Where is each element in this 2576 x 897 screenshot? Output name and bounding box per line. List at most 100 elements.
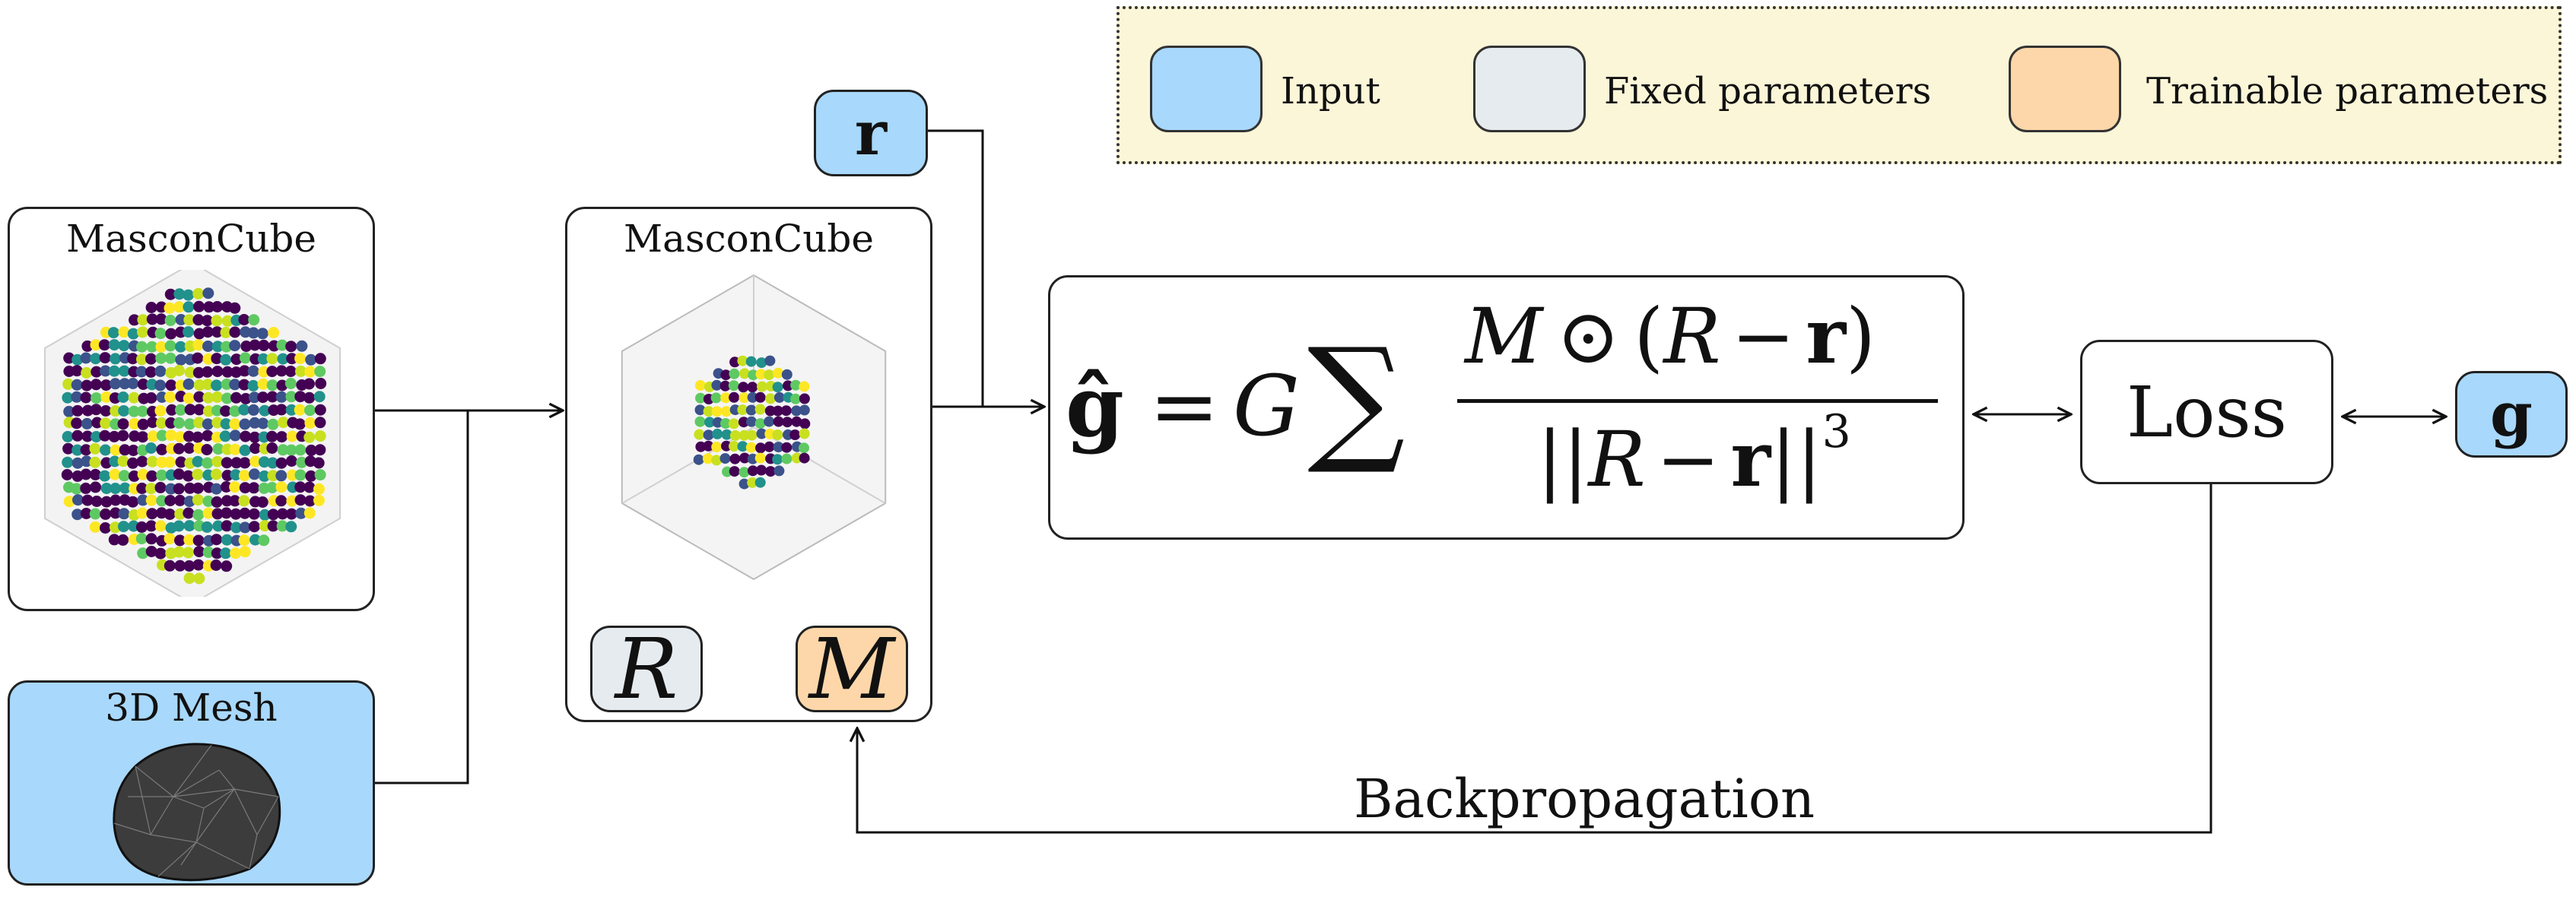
mascon-point	[174, 559, 186, 572]
mascon-point	[155, 313, 167, 325]
mascon-point	[249, 534, 262, 546]
mascon-point	[229, 405, 241, 417]
mascon-point	[201, 444, 213, 455]
mascon-point	[781, 453, 792, 464]
mascon-point	[183, 470, 194, 482]
mascon-point	[175, 314, 187, 325]
mascon-point	[154, 481, 167, 493]
mascon-point	[238, 404, 250, 416]
mascon-point	[81, 404, 94, 417]
mascon-point	[210, 559, 222, 571]
mascon-point	[164, 302, 176, 314]
mascon-point	[183, 534, 195, 546]
mascon-point	[314, 469, 326, 481]
mascon-point	[738, 478, 750, 490]
mascon-point	[314, 417, 326, 429]
mascon-point	[790, 379, 802, 391]
mascon-point	[156, 469, 168, 481]
mascon-point	[202, 315, 213, 327]
mascon-point	[729, 357, 741, 368]
mascon-point	[202, 418, 214, 430]
mascon-point	[202, 379, 214, 391]
mascon-point	[230, 521, 243, 534]
mascon-point	[703, 440, 714, 452]
mascon-point	[100, 379, 112, 391]
mascon-point	[781, 369, 792, 380]
gravity-formula-box: ĝ = G ∑ M⊙(R−r) ||R−r||3	[1048, 275, 1965, 540]
mascon-point	[184, 366, 196, 379]
mascon-point	[728, 380, 739, 391]
mascon-point	[90, 339, 102, 351]
mascon-point	[229, 481, 241, 493]
mascon-point	[211, 353, 223, 365]
mesh-title: 3D Mesh	[105, 686, 278, 730]
mascon-point	[211, 483, 222, 495]
mascon-point	[303, 378, 315, 390]
mascon-point	[294, 494, 307, 506]
mascon-point	[184, 404, 196, 416]
mascon-point	[737, 441, 748, 452]
mascon-point	[154, 328, 167, 340]
mascon-point	[278, 417, 289, 429]
mascon-point	[136, 455, 148, 468]
mascon-point	[772, 429, 783, 440]
mascon-point	[109, 468, 121, 480]
mascon-point	[295, 507, 307, 519]
mascon-point	[164, 495, 176, 506]
mascon-point	[221, 495, 233, 507]
mascon-point	[63, 405, 75, 417]
masconcube-model-box: MasconCube R M	[565, 207, 932, 722]
mascon-point	[81, 417, 93, 429]
mascon-point	[220, 326, 232, 338]
mascon-point	[286, 430, 298, 442]
mascon-point	[211, 547, 223, 559]
mascon-point	[266, 430, 278, 442]
mascon-point	[127, 378, 139, 389]
mascon-point	[164, 340, 176, 352]
mascon-point	[286, 495, 298, 507]
mascon-point	[285, 455, 297, 467]
mascon-point	[294, 469, 307, 481]
mascon-point	[738, 429, 750, 441]
mascon-point	[192, 494, 204, 506]
mascon-point	[183, 520, 195, 532]
mascon-point	[781, 442, 792, 453]
mascon-point	[780, 405, 792, 417]
mascon-point	[221, 470, 233, 481]
mascon-point	[799, 418, 811, 429]
mascon-point	[71, 417, 83, 429]
mascon-point	[259, 404, 271, 417]
asteroid-mesh-image	[113, 743, 281, 882]
mascon-point	[313, 391, 326, 403]
trainable-parameters-legend-label: Trainable parameters	[2146, 70, 2549, 113]
mascon-point	[239, 418, 251, 430]
mascon-point	[127, 353, 139, 365]
mascon-point	[192, 455, 204, 468]
mascon-point	[277, 353, 289, 365]
input-legend-label: Input	[1281, 70, 1380, 113]
mascon-point	[267, 470, 279, 482]
mascon-point	[117, 429, 129, 442]
mascon-point	[146, 341, 158, 353]
mascon-point	[295, 365, 307, 377]
mascon-point	[127, 496, 139, 508]
mascon-point	[304, 417, 316, 429]
mascon-point	[173, 417, 185, 429]
mascon-point	[146, 508, 158, 520]
mascon-point	[248, 314, 260, 326]
mascon-point	[211, 341, 224, 353]
mascon-point	[257, 391, 269, 404]
mascon-point	[756, 428, 767, 439]
mascon-point	[720, 369, 732, 381]
masconcube-model-title: MasconCube	[623, 217, 875, 261]
mascon-point	[221, 341, 233, 353]
mascon-point	[240, 341, 253, 352]
mascon-point	[782, 417, 793, 428]
fixed-parameters-swatch	[1473, 46, 1586, 132]
num-rbig: R	[1663, 292, 1721, 381]
mascon-point	[694, 416, 706, 427]
den-bars-right: ||	[1771, 415, 1822, 504]
mascon-point	[183, 289, 195, 301]
mascon-point	[738, 382, 749, 393]
mascon-point	[286, 469, 298, 481]
